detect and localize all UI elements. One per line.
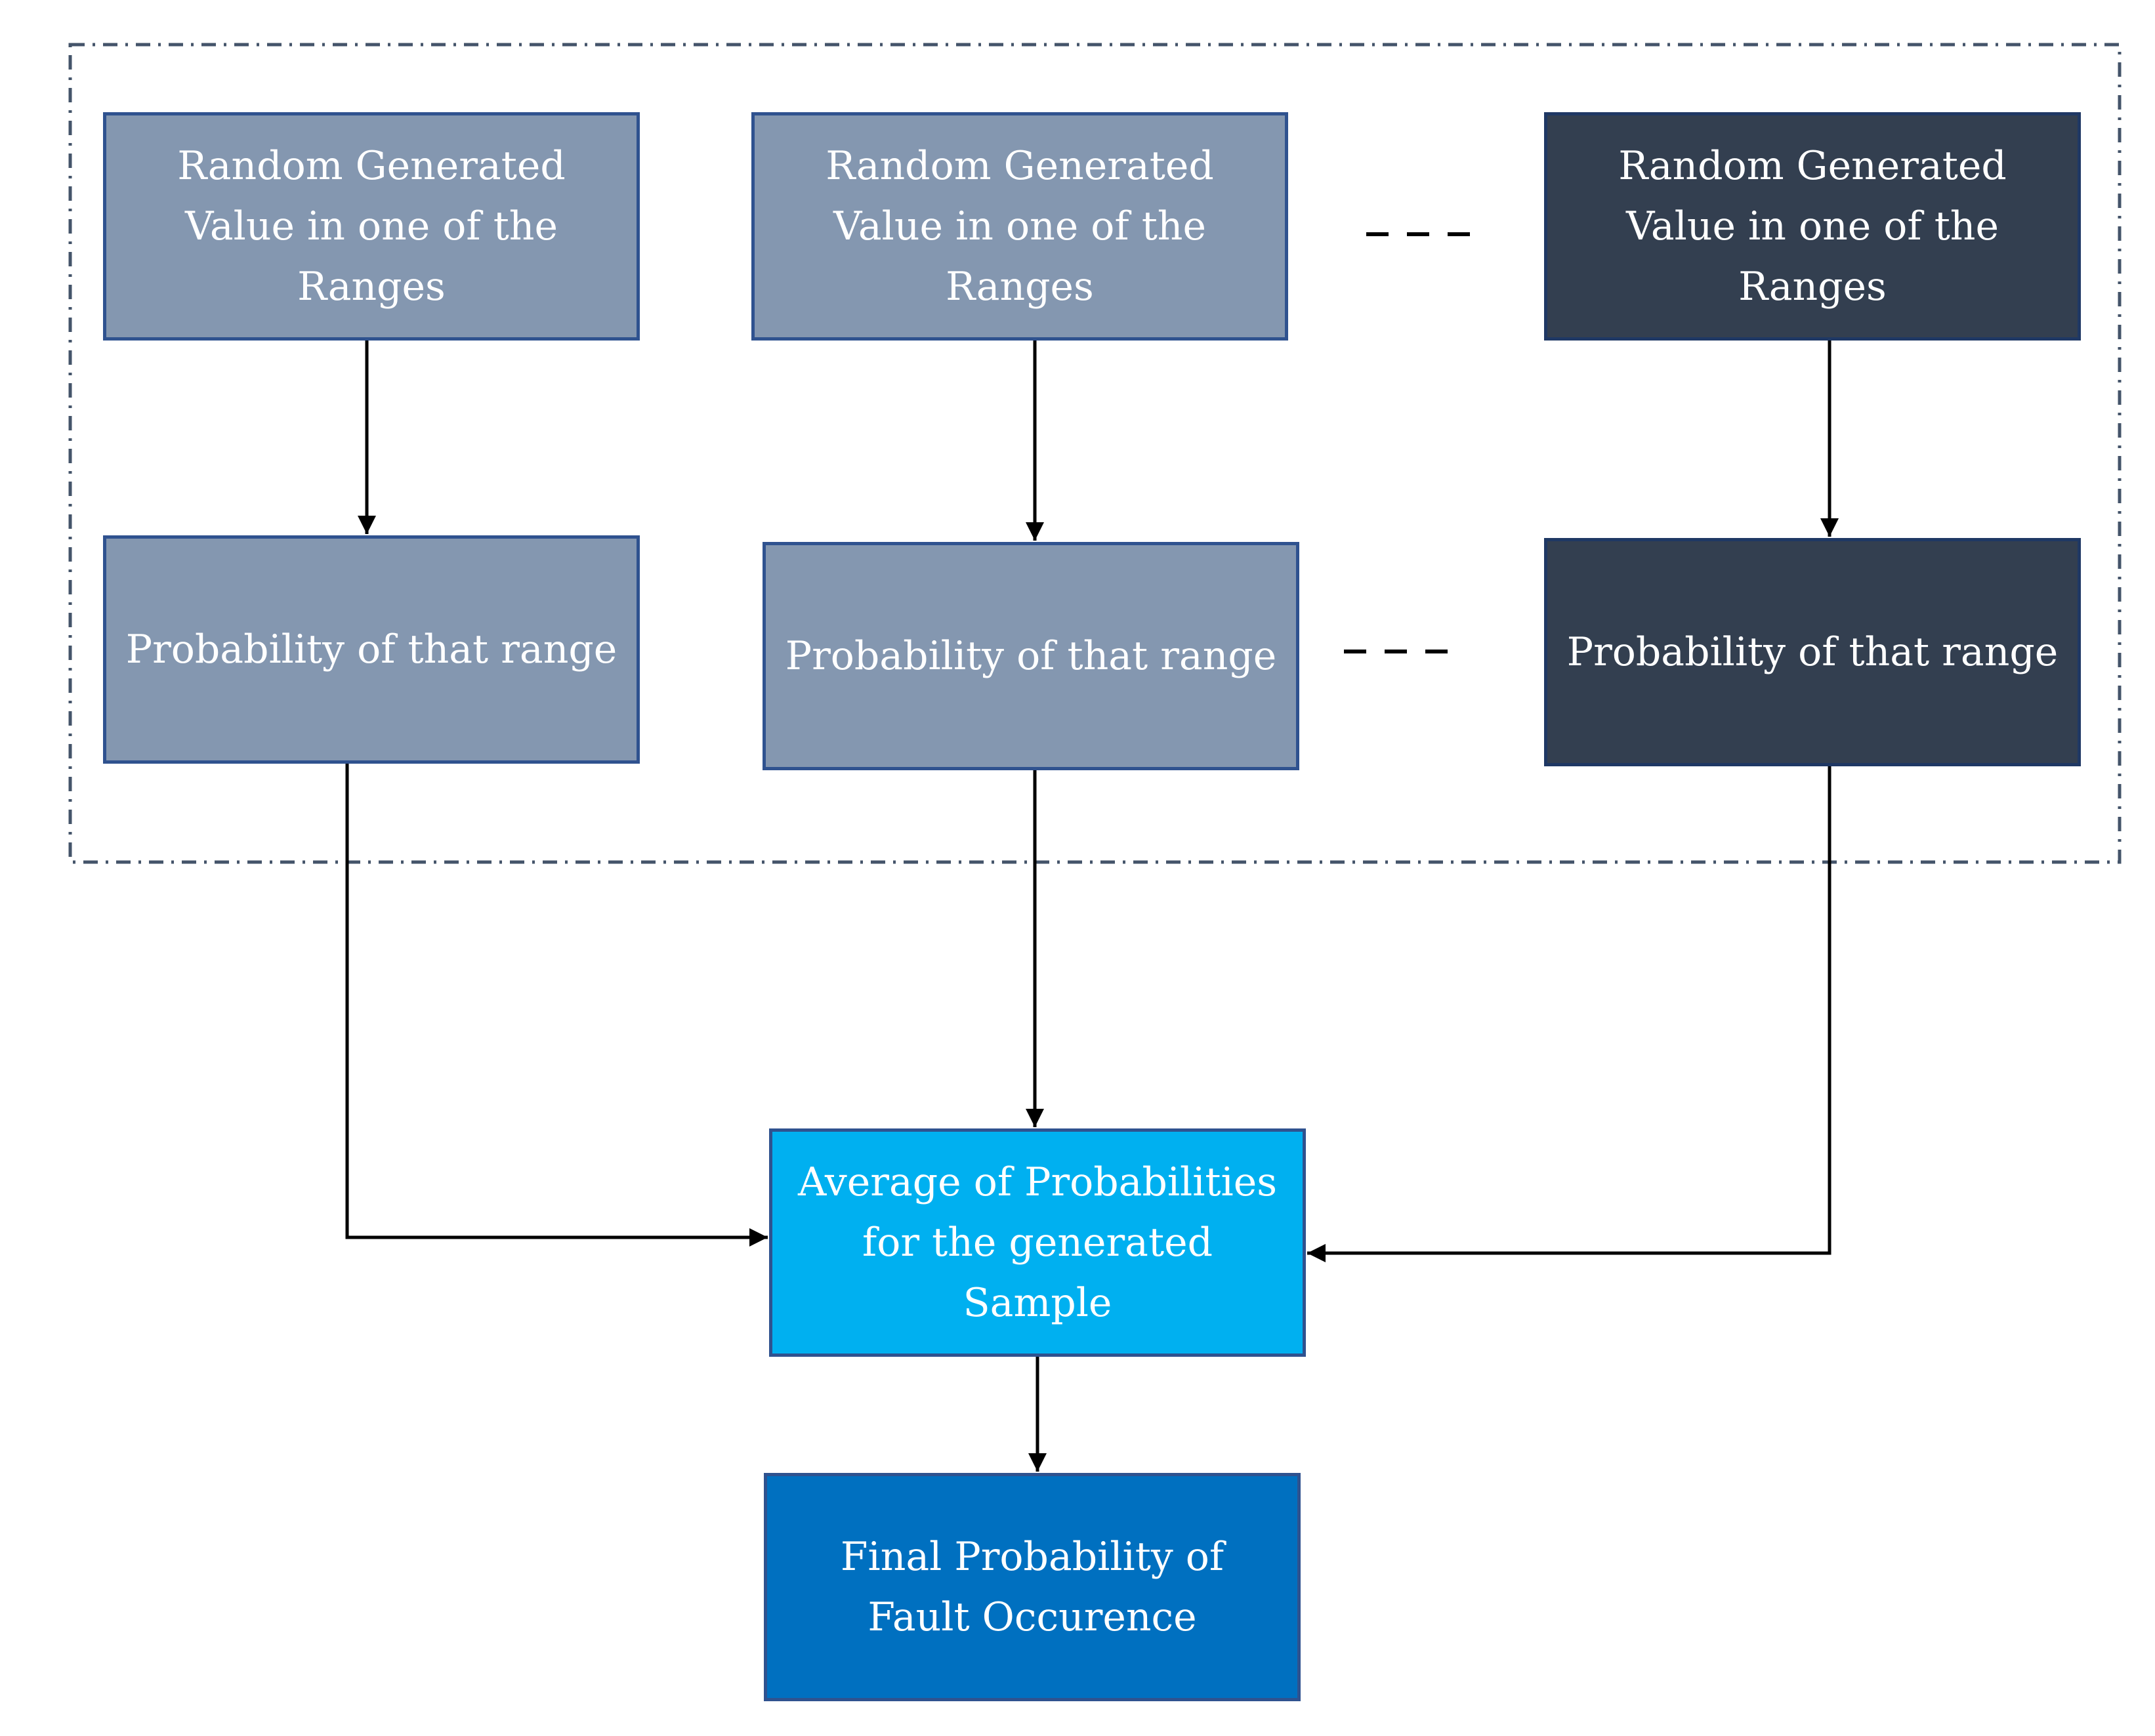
probability-label-3: Probability of that range [1566,629,2059,675]
average-probabilities-label: Average of Probabilities for the generat… [797,1159,1278,1326]
random-value-box-3: Random Generated Value in one of the Ran… [1544,112,2081,341]
arrow-prob3-to-average [1307,766,1831,1262]
final-probability-label: Final Probability of Fault Occurence [840,1534,1224,1640]
dashed-group-frame [68,43,2122,864]
probability-box-1: Probability of that range [103,535,640,764]
final-probability-box: Final Probability of Fault Occurence [764,1473,1301,1701]
random-value-box-1: Random Generated Value in one of the Ran… [103,112,640,341]
probability-label-1: Probability of that range [125,627,617,672]
probability-box-2: Probability of that range [763,542,1299,770]
random-value-label-3: Random Generated Value in one of the Ran… [1618,143,2007,310]
probability-label-2: Probability of that range [785,633,1277,679]
random-value-box-2: Random Generated Value in one of the Ran… [751,112,1288,341]
probability-box-3: Probability of that range [1544,538,2081,766]
average-probabilities-box: Average of Probabilities for the generat… [769,1128,1306,1357]
random-value-label-1: Random Generated Value in one of the Ran… [177,143,566,310]
random-value-label-2: Random Generated Value in one of the Ran… [826,143,1214,310]
arrow-prob1-to-average [345,764,768,1247]
